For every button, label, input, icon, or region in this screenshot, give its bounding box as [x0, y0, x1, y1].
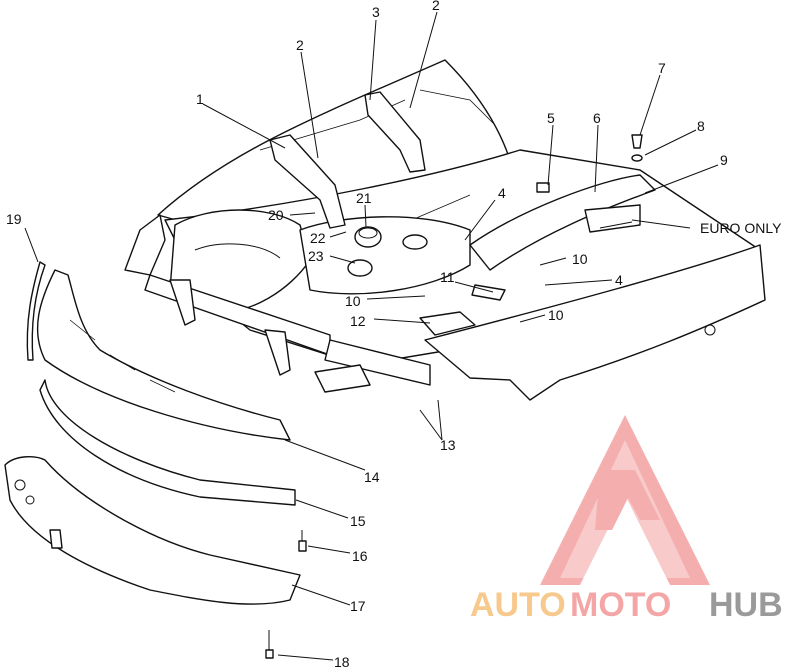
tank-structure — [169, 209, 471, 313]
callout-10: 10 — [345, 293, 361, 309]
fuel-cap — [347, 226, 428, 277]
fastener-5 — [536, 182, 550, 193]
side-panel — [424, 244, 766, 401]
callout-6: 6 — [593, 110, 601, 126]
callout-3: 3 — [372, 4, 380, 20]
callout-2: 2 — [296, 37, 304, 53]
strip-19 — [26, 261, 46, 361]
callout-23: 23 — [308, 248, 324, 264]
screw-18 — [265, 630, 274, 659]
callout-18: 18 — [334, 654, 350, 669]
bellypan-17 — [4, 456, 301, 605]
watermark-text: AUTO MOTO HUB — [470, 586, 783, 624]
callout-7: 7 — [658, 60, 666, 76]
bumper-14 — [37, 269, 291, 441]
callout-labels: 1 2 3 2 5 6 7 8 9 EURO ONLY 4 10 4 11 10… — [6, 0, 782, 669]
note-euro-only: EURO ONLY — [700, 220, 782, 236]
callout-1: 1 — [196, 91, 204, 107]
callout-2: 2 — [432, 0, 440, 13]
callout-13: 13 — [440, 437, 456, 453]
watermark-moto: MOTO — [570, 586, 671, 624]
callout-12: 12 — [350, 313, 366, 329]
callout-14: 14 — [364, 469, 380, 485]
screw-16 — [298, 530, 307, 552]
callout-19: 19 — [6, 211, 22, 227]
frame-crossmember — [124, 214, 431, 393]
callout-9: 9 — [720, 152, 728, 168]
bracket-right — [364, 91, 426, 173]
callout-4: 4 — [615, 272, 623, 288]
callout-17: 17 — [350, 598, 366, 614]
watermark-auto: AUTO — [470, 586, 566, 624]
callout-11: 11 — [440, 269, 455, 285]
callout-8: 8 — [697, 118, 705, 134]
callout-15: 15 — [350, 513, 366, 529]
callout-22: 22 — [310, 230, 326, 246]
callout-10: 10 — [572, 251, 588, 267]
euro-bracket — [469, 174, 656, 271]
callout-21: 21 — [356, 190, 372, 206]
bracket-12 — [419, 311, 476, 336]
callout-4: 4 — [498, 185, 506, 201]
watermark-hub: HUB — [709, 586, 783, 624]
callout-16: 16 — [352, 548, 368, 564]
callout-5: 5 — [547, 110, 555, 126]
leader-lines — [24, 11, 719, 661]
callout-20: 20 — [268, 207, 284, 223]
rail-15 — [39, 379, 296, 506]
watermark-logo — [540, 415, 710, 585]
callout-10: 10 — [548, 307, 564, 323]
fastener-7 — [631, 134, 643, 162]
bracket-left — [269, 134, 346, 229]
